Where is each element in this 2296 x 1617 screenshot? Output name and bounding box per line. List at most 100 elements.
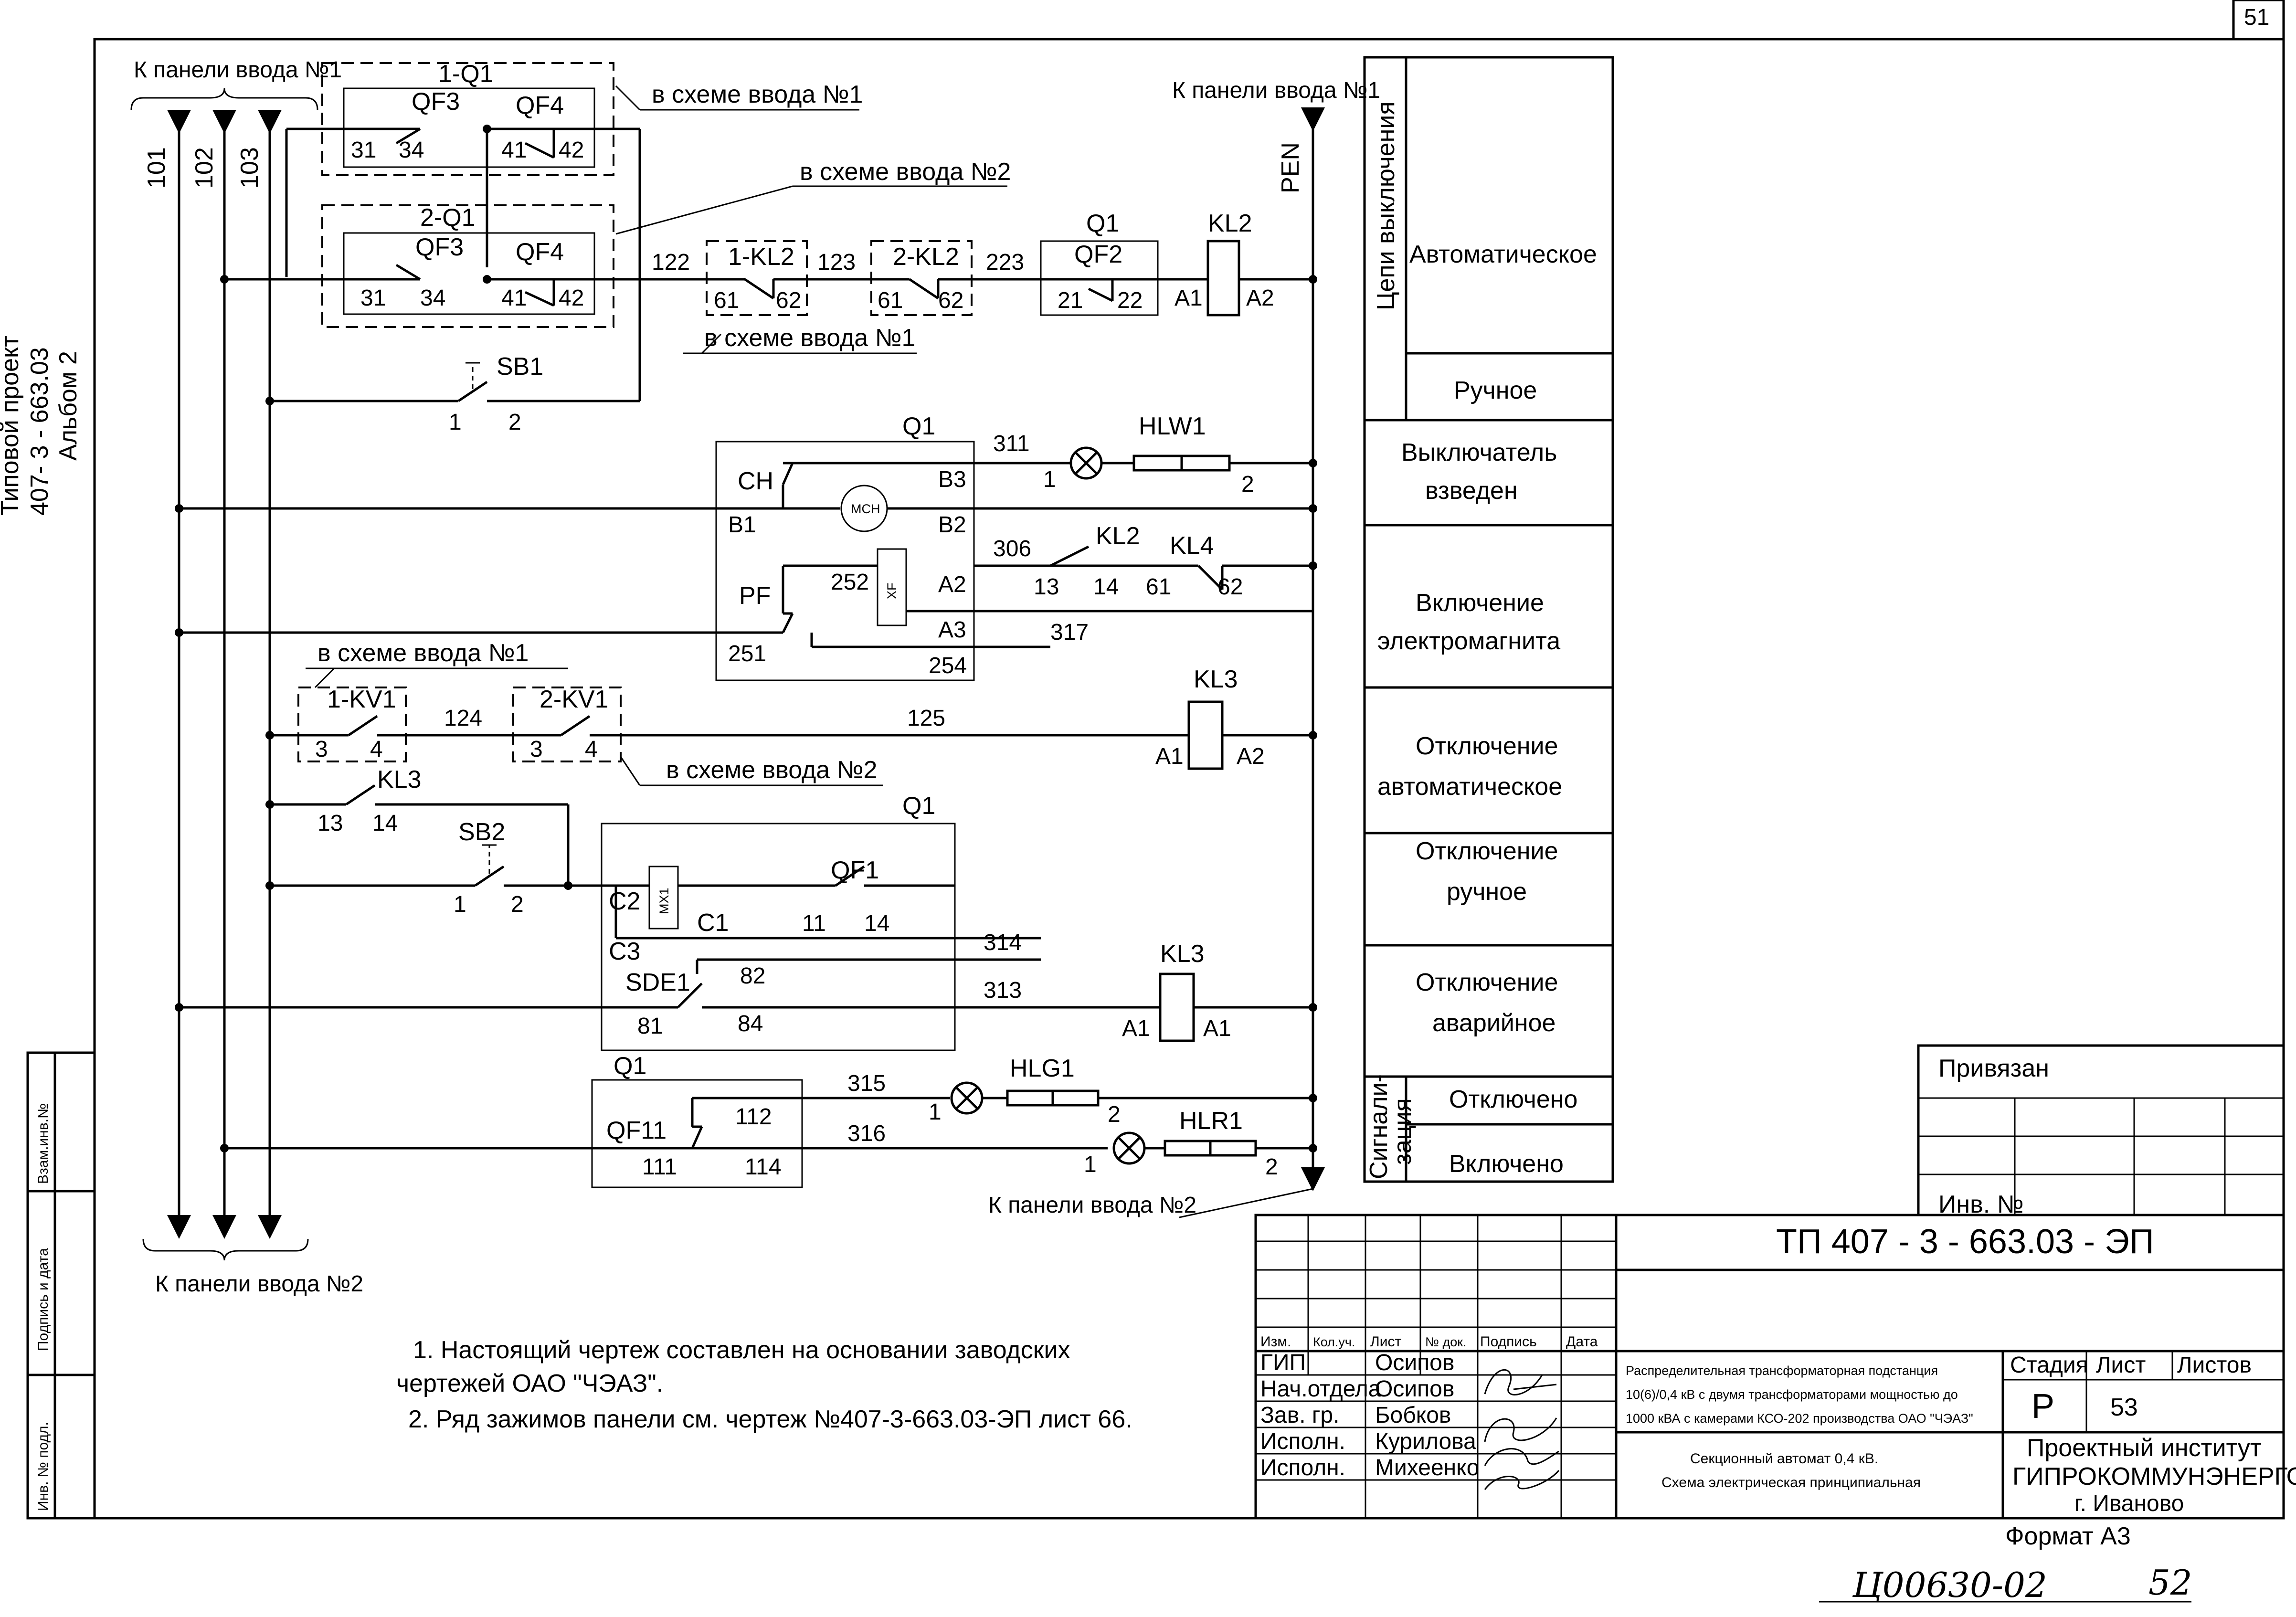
svg-text:Привязан: Привязан (1938, 1055, 2049, 1082)
svg-text:81: 81 (637, 1014, 663, 1039)
svg-text:A2: A2 (938, 572, 966, 597)
svg-text:2: 2 (1241, 472, 1254, 497)
svg-text:1. Настоящий чертеж составлен: 1. Настоящий чертеж составлен на основан… (413, 1336, 1070, 1364)
svg-text:SB1: SB1 (497, 353, 543, 380)
svg-text:3: 3 (530, 737, 543, 762)
svg-text:2-KL2: 2-KL2 (893, 243, 959, 271)
svg-text:2-KV1: 2-KV1 (540, 686, 609, 713)
svg-text:B3: B3 (938, 467, 966, 492)
title-block: Изм. Кол.уч. Лист № док. Подпись Дата ГИ… (1254, 1214, 2296, 1520)
svg-text:QF2: QF2 (1074, 241, 1122, 268)
svg-text:Q1: Q1 (902, 792, 935, 820)
svg-text:2: 2 (1265, 1154, 1278, 1180)
svg-text:Автоматическое: Автоматическое (1409, 241, 1597, 268)
svg-text:1-KL2: 1-KL2 (728, 243, 794, 271)
svg-text:KL3: KL3 (377, 766, 422, 793)
svg-text:HLR1: HLR1 (1179, 1107, 1243, 1135)
svg-text:B2: B2 (938, 512, 966, 538)
svg-text:Р: Р (2031, 1387, 2054, 1426)
svg-text:Лист: Лист (2096, 1353, 2146, 1378)
wire-317: 317 (1050, 620, 1089, 645)
coil-kl3-top: KL3 A1 A2 (1155, 666, 1317, 770)
to-panel1-right: К панели ввода №1 (1172, 78, 1380, 103)
svg-text:311: 311 (993, 431, 1030, 456)
svg-text:взведен: взведен (1425, 477, 1518, 505)
svg-text:111: 111 (642, 1154, 677, 1180)
sheet-frame (93, 38, 2285, 1520)
legend-table: Цепи выключения Автоматическое Ручное Вы… (1363, 56, 1614, 1183)
svg-text:Осипов: Осипов (1375, 1376, 1454, 1402)
leader-scheme1-kl2 (701, 333, 722, 354)
doc-code: ТП 407 - 3 - 663.03 - ЭП (1776, 1223, 2154, 1261)
wire-314: 314 (984, 930, 1022, 955)
strip-field-replace-inv: Взам.инв.№ (35, 1103, 51, 1184)
svg-text:г. Иваново: г. Иваново (2074, 1491, 2184, 1516)
svg-text:SB2: SB2 (458, 818, 505, 846)
label-2-q1: 2-Q1 (420, 204, 476, 232)
svg-text:XF: XF (885, 582, 899, 599)
svg-text:Бобков: Бобков (1375, 1403, 1451, 1428)
in-scheme1-kv1: в схеме ввода №1 (317, 639, 529, 667)
label-1-q1: 1-Q1 (438, 60, 494, 88)
svg-text:Отключение: Отключение (1416, 837, 1558, 865)
svg-text:QF3: QF3 (415, 233, 464, 261)
svg-text:Q1: Q1 (614, 1052, 646, 1080)
wire-123: 123 (817, 250, 856, 275)
svg-text:Q1: Q1 (1086, 210, 1119, 237)
svg-text:QF4: QF4 (516, 238, 564, 266)
svg-text:ручное: ручное (1447, 878, 1527, 906)
svg-text:C3: C3 (609, 938, 640, 965)
block-1-q1: 1-Q1 QF3 QF4 31 34 41 42 (285, 60, 641, 401)
notes: 1. Настоящий чертеж составлен на основан… (396, 1336, 1132, 1433)
signature-3 (1484, 1448, 1559, 1466)
svg-text:Ручное: Ручное (1454, 377, 1537, 404)
svg-text:Нач.отдела: Нач.отдела (1260, 1376, 1381, 1402)
svg-text:Стадия: Стадия (2010, 1353, 2088, 1378)
svg-text:A1: A1 (1203, 1016, 1231, 1041)
block-q1-trip: Q1 MX1 C2 C1 C3 QF1 11 14 SDE1 82 81 84 (175, 792, 1160, 1051)
coil-kl2: KL2 A1 A2 (1174, 210, 1317, 317)
svg-text:21: 21 (1058, 288, 1083, 313)
svg-text:82: 82 (740, 963, 765, 989)
handwritten-page: 52 (2148, 1563, 2192, 1603)
svg-text:31: 31 (360, 285, 386, 311)
button-sb2: SB2 1 2 (265, 818, 616, 917)
svg-text:11: 11 (802, 911, 826, 936)
svg-text:Отключение: Отключение (1416, 732, 1558, 760)
svg-text:3: 3 (315, 737, 328, 762)
svg-text:QF3: QF3 (412, 88, 460, 116)
svg-text:61: 61 (714, 288, 739, 313)
svg-text:Цепи выключения: Цепи выключения (1372, 101, 1400, 310)
svg-text:62: 62 (938, 288, 963, 313)
svg-text:MX1: MX1 (657, 888, 671, 914)
svg-text:B1: B1 (728, 512, 756, 538)
svg-text:A1: A1 (1155, 744, 1184, 769)
svg-text:42: 42 (559, 285, 584, 311)
svg-text:A3: A3 (938, 617, 966, 643)
svg-text:автоматическое: автоматическое (1377, 773, 1562, 801)
svg-text:Подпись: Подпись (1480, 1334, 1537, 1350)
svg-text:Инв. №: Инв. № (1938, 1191, 2023, 1218)
left-strip: Взам.инв.№ Подпись и дата Инв. № подл. (26, 1051, 96, 1520)
svg-text:Изм.: Изм. (1260, 1334, 1291, 1350)
svg-text:KL2: KL2 (1096, 522, 1140, 550)
svg-text:QF11: QF11 (606, 1117, 667, 1144)
svg-text:42: 42 (559, 137, 584, 163)
bottom-brace (142, 1238, 309, 1261)
svg-text:Схема электрическая принципиал: Схема электрическая принципиальная (1661, 1475, 1921, 1490)
svg-text:Включено: Включено (1449, 1150, 1564, 1178)
svg-text:C2: C2 (609, 888, 640, 915)
contact-kl3-hold: KL3 13 14 (265, 766, 570, 886)
svg-text:Лист: Лист (1370, 1334, 1401, 1350)
in-scheme2-kv1: в схеме ввода №2 (666, 756, 877, 784)
in-scheme2-top: в схеме ввода №2 (800, 158, 1011, 186)
svg-text:2: 2 (1108, 1102, 1121, 1127)
svg-text:электромагнита: электромагнита (1377, 627, 1560, 655)
wire-101: 101 (143, 147, 170, 189)
wire-122: 122 (652, 250, 690, 275)
svg-text:41: 41 (501, 285, 527, 311)
svg-text:ГИП: ГИП (1260, 1350, 1306, 1375)
contacts-kl2-kl4: 306 KL2 KL4 13 14 61 62 (974, 522, 1317, 600)
coil-kl3-bottom: KL3 A1 A1 (1122, 940, 1317, 1042)
svg-text:251: 251 (728, 641, 766, 666)
